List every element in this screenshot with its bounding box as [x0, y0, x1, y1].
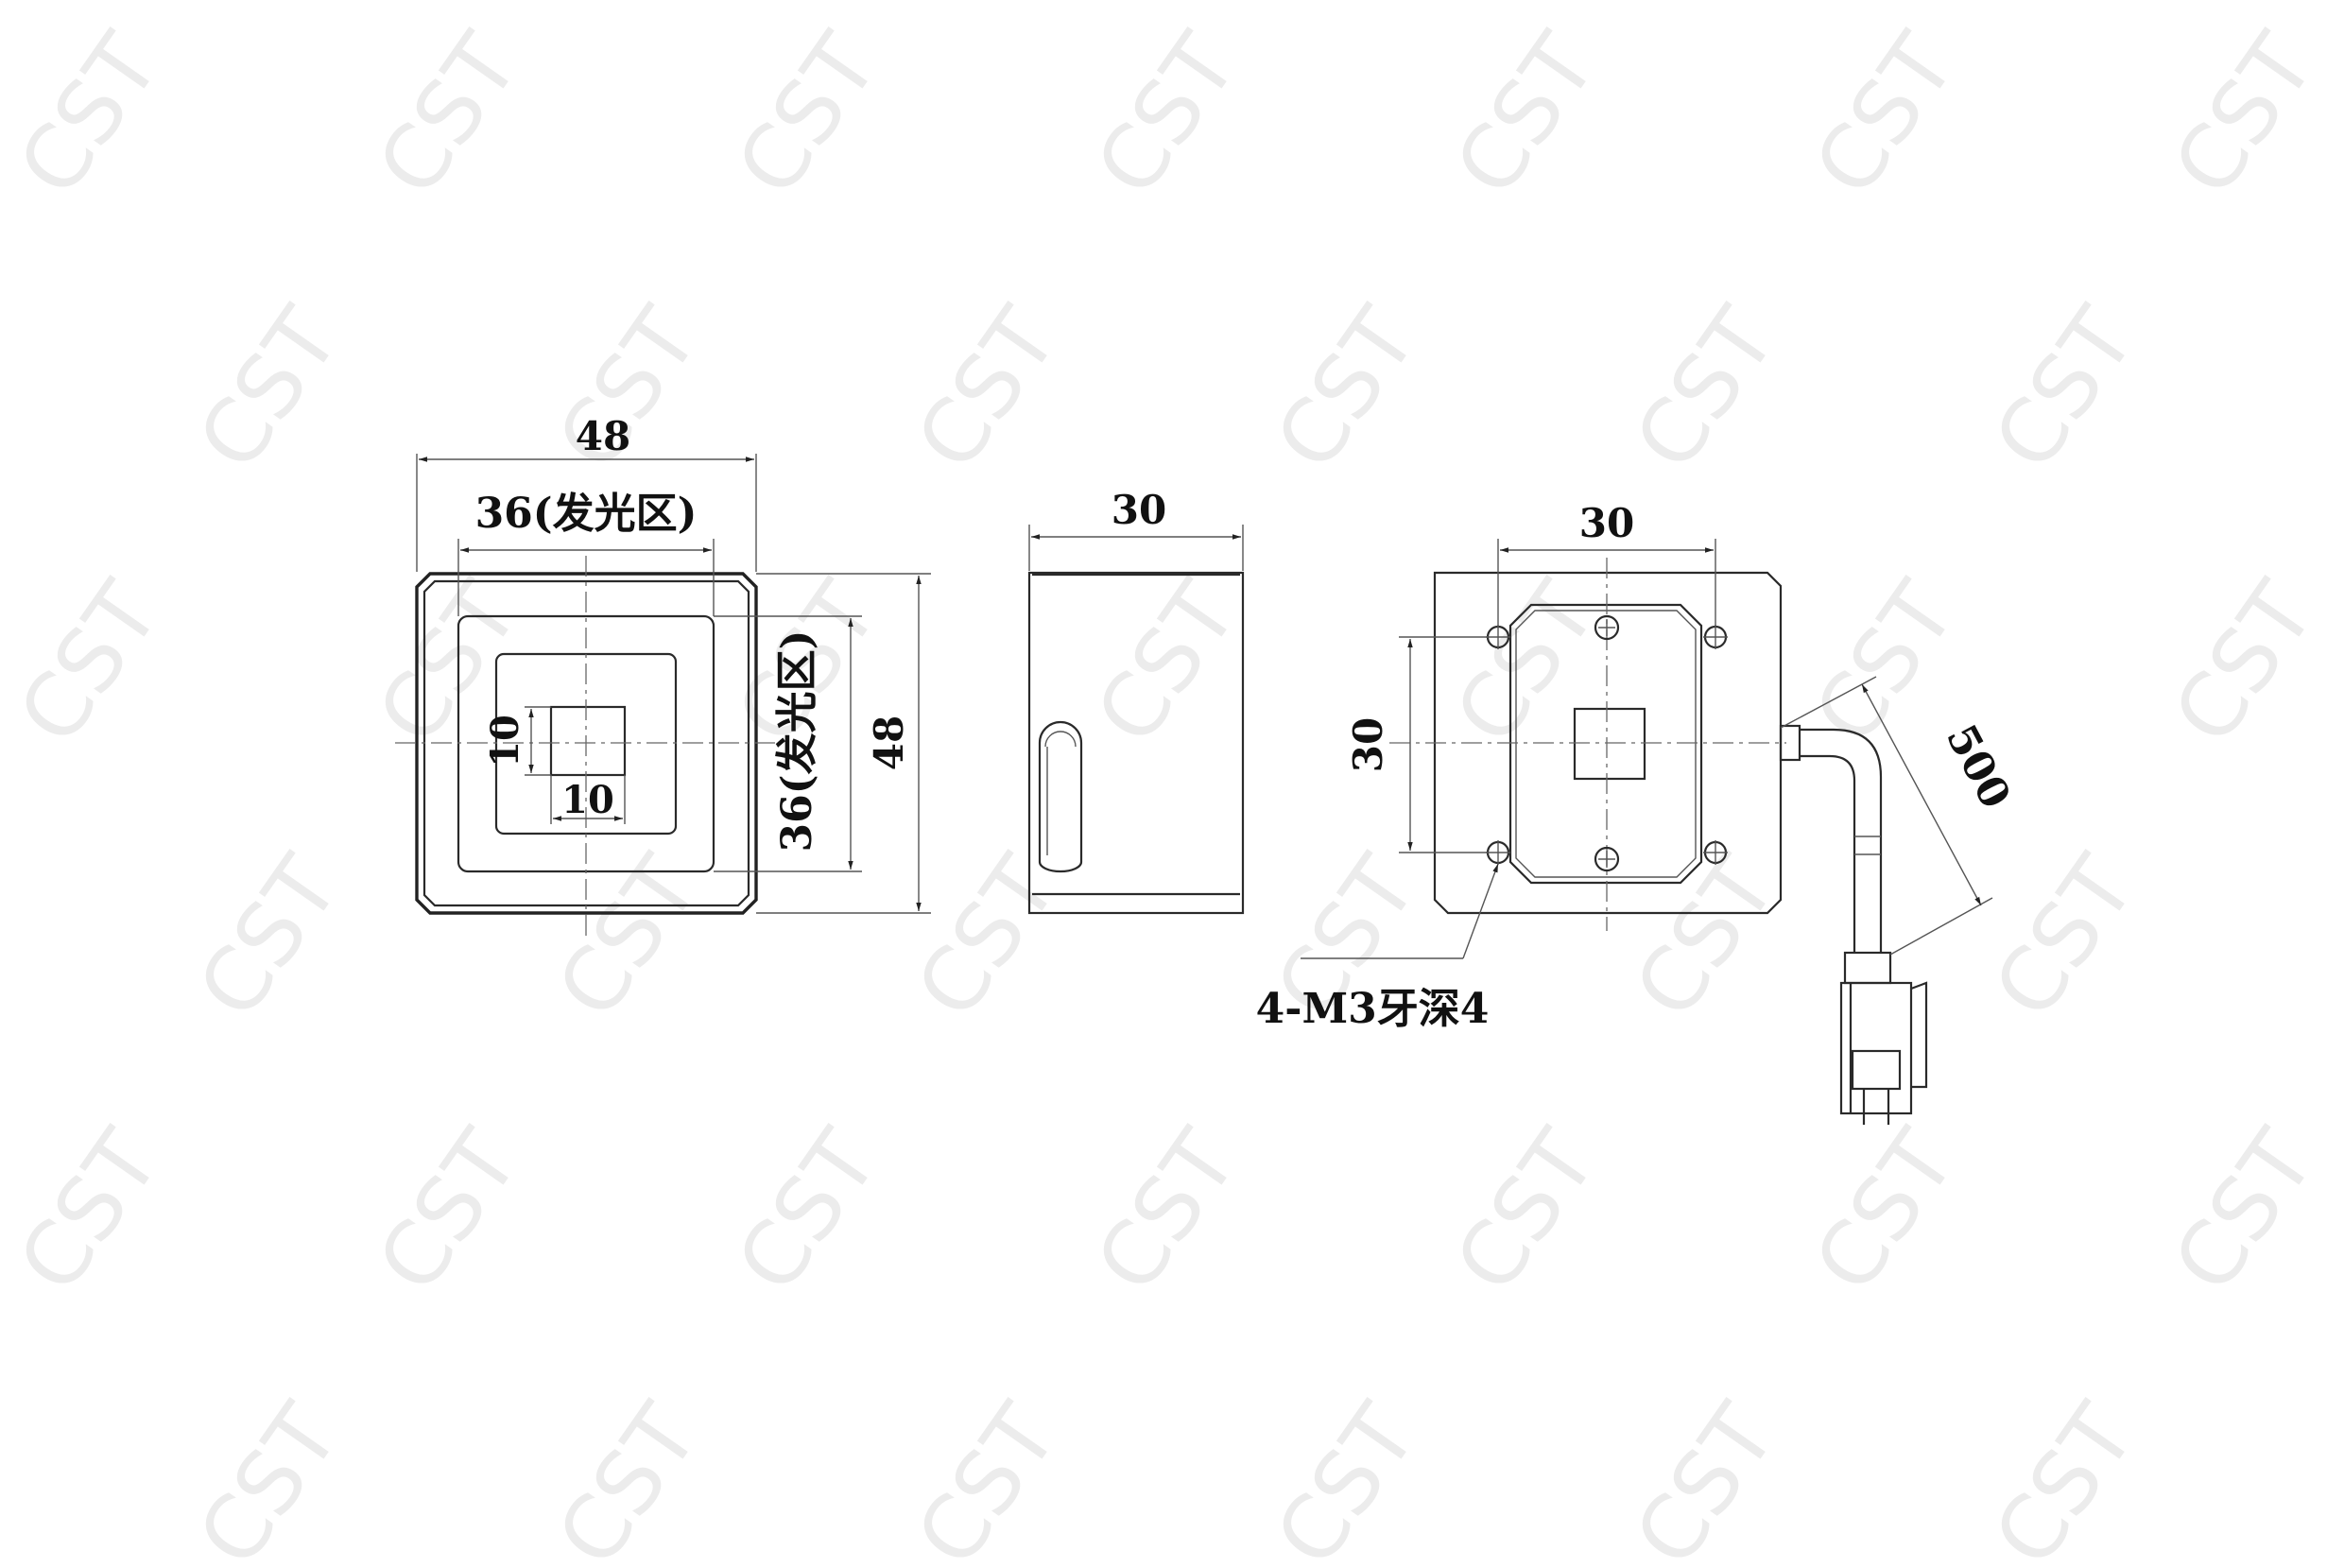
watermark-32: CST	[1436, 1112, 1616, 1310]
watermark-31: CST	[1077, 1112, 1257, 1310]
watermark-39: CST	[1615, 1387, 1796, 1563]
side-view: 30	[1027, 487, 1245, 915]
watermark-9: CST	[897, 290, 1077, 488]
watermark-7: CST	[179, 290, 359, 488]
watermark-4: CST	[1436, 16, 1616, 214]
watermark-25: CST	[1615, 838, 1796, 1036]
front-height-label: 48	[866, 715, 912, 770]
side-cable-slot	[1038, 720, 1083, 873]
back-center-window	[1573, 707, 1646, 781]
watermark-11: CST	[1615, 290, 1796, 488]
watermark-14: CST	[0, 564, 180, 762]
watermark-3: CST	[1077, 16, 1257, 214]
watermark-17: CST	[1077, 564, 1257, 762]
front-emit-height-label: 36(发光区)	[773, 630, 821, 853]
watermark-28: CST	[0, 1112, 180, 1310]
cable	[1779, 724, 1883, 953]
front-outer-housing	[415, 572, 758, 915]
plate-screw-top	[1594, 614, 1620, 641]
watermark-30: CST	[717, 1112, 898, 1310]
watermark-36: CST	[538, 1387, 718, 1563]
chip-height-label: 10	[483, 715, 527, 767]
connector	[1839, 951, 1928, 1125]
watermark-1: CST	[358, 16, 539, 214]
watermark-41: CST	[2334, 1387, 2344, 1563]
watermark-13: CST	[2334, 290, 2344, 488]
watermark-5: CST	[1795, 16, 1975, 214]
watermark-22: CST	[538, 838, 718, 1036]
watermark-37: CST	[897, 1387, 1077, 1563]
plate-screw-bottom	[1594, 846, 1620, 872]
watermark-23: CST	[897, 838, 1077, 1036]
front-width-label: 48	[576, 413, 630, 459]
hole-spacing-h-label: 30	[1579, 500, 1634, 546]
front-emit-width-label: 36(发光区)	[475, 490, 698, 538]
hole-spacing-v-label: 30	[1345, 717, 1391, 772]
watermark-27: CST	[2334, 838, 2344, 1036]
watermark-20: CST	[2154, 564, 2335, 762]
watermark-0: CST	[0, 16, 180, 214]
watermark-6: CST	[2154, 16, 2335, 214]
watermark-35: CST	[179, 1387, 359, 1563]
thread-callout-label: 4-M3牙深4	[1256, 985, 1490, 1033]
watermark-10: CST	[1256, 290, 1437, 488]
back-plate	[1508, 603, 1703, 885]
watermark-19: CST	[1795, 564, 1975, 762]
chip-width-label: 10	[561, 778, 614, 822]
watermark-29: CST	[358, 1112, 539, 1310]
watermark-38: CST	[1256, 1387, 1437, 1563]
cable-length-label: 500	[1937, 717, 2020, 817]
dim-line-cable-length	[1861, 683, 1982, 906]
back-outer-housing	[1433, 571, 1783, 915]
watermark-40: CST	[1974, 1387, 2155, 1563]
back-view: 30 30 4-M3牙深4 5	[1256, 500, 2020, 1125]
watermark-18: CST	[1436, 564, 1616, 762]
side-body	[1027, 571, 1245, 915]
watermark-34: CST	[2154, 1112, 2335, 1310]
front-view: 48 36(发光区) 10 10 36(发光区) 48	[395, 413, 931, 936]
watermark-26: CST	[1974, 838, 2155, 1036]
front-inner-housing	[422, 579, 750, 907]
side-width-label: 30	[1112, 487, 1166, 533]
watermark-21: CST	[179, 838, 359, 1036]
center-chip	[549, 705, 627, 777]
watermark-12: CST	[1974, 290, 2155, 488]
watermark-33: CST	[1795, 1112, 1975, 1310]
watermark-2: CST	[717, 16, 898, 214]
